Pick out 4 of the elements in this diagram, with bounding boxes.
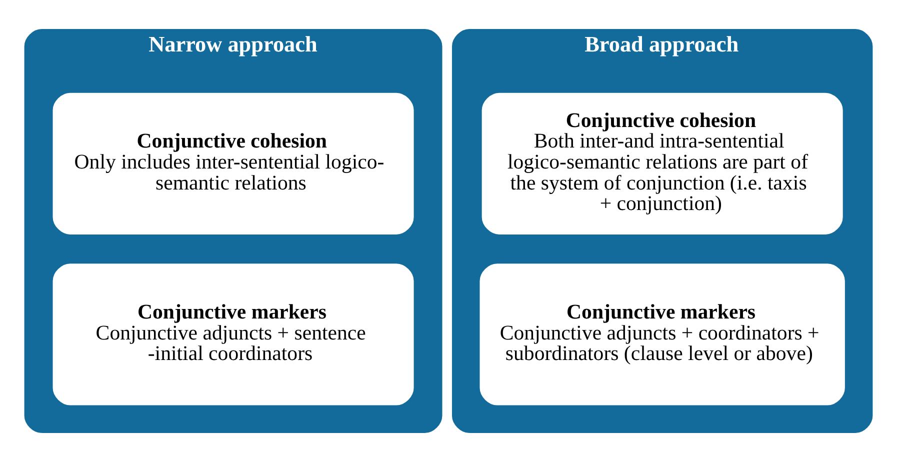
node-box: Conjunctive cohesion Both inter-and intra-sentential logico-semantic relations are part of the system of conjunction (i.e. taxis + conjunction) bbox=[482, 92, 843, 234]
node-box: Conjunctive markers Conjunctive adjuncts + sentence -initial coordinators bbox=[52, 264, 414, 406]
node-box: Conjunctive markers Conjunctive adjuncts + coordinators + subordinators (clause level or above) bbox=[480, 264, 845, 406]
node-box: Conjunctive cohesion Only includes inter-sentential logico-semantic relations bbox=[52, 92, 414, 234]
